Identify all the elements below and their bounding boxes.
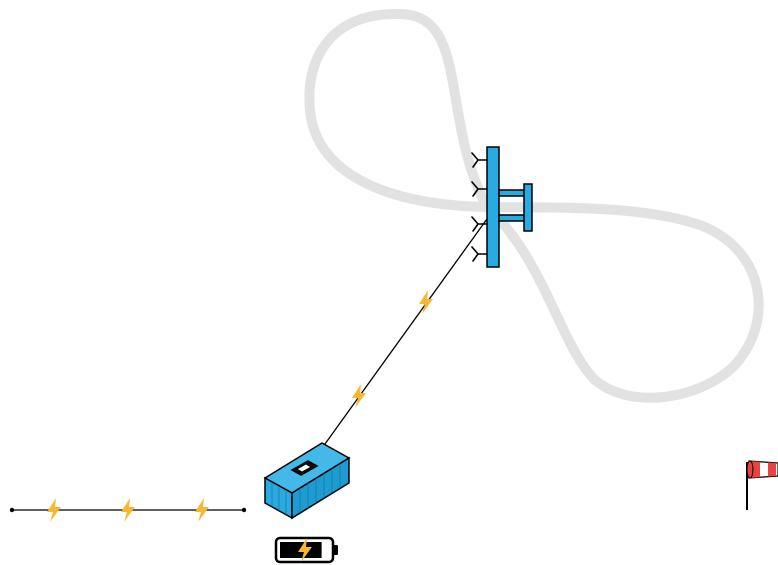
windsock-icon (746, 460, 778, 510)
figure-eight-flight-path (304, 8, 764, 403)
ground-station-container-icon (263, 442, 351, 520)
kite-aircraft-icon (471, 146, 533, 268)
winch-icon (290, 460, 319, 476)
battery-icon (274, 536, 338, 564)
tether-line (311, 211, 493, 463)
